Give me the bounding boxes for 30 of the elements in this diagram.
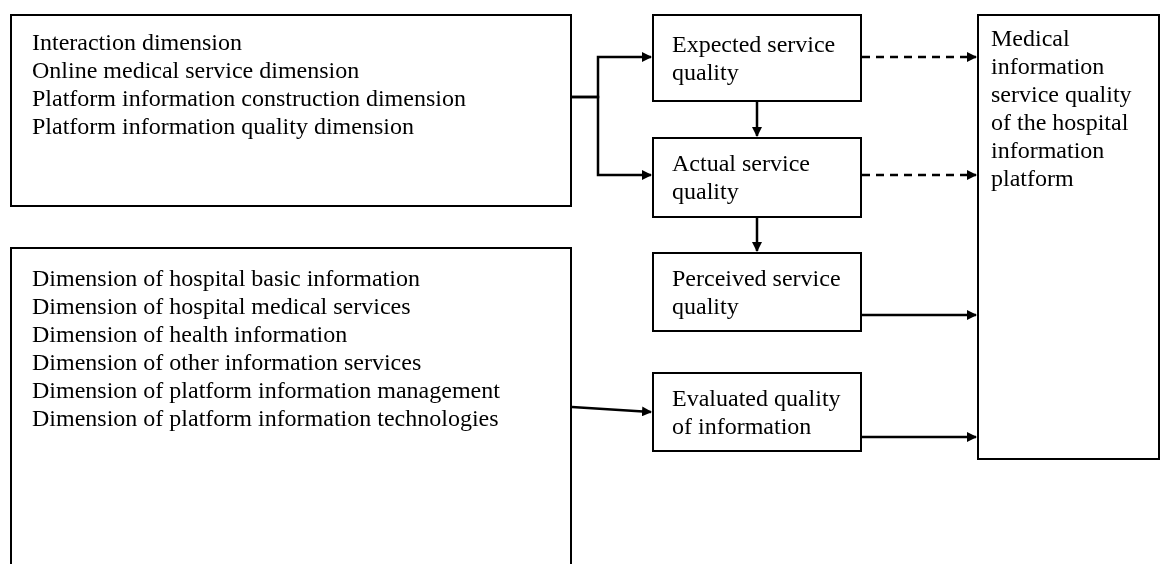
arrow — [862, 432, 977, 442]
box-text: Online medical service dimension — [32, 56, 361, 84]
process-box — [652, 137, 862, 218]
box-text: Dimension of platform information technologies — [32, 404, 500, 432]
box-text: Perceived service quality — [672, 264, 842, 320]
box-text: Platform information quality dimension — [32, 112, 415, 140]
box-text: Dimension of other information services — [32, 348, 423, 376]
arrow — [571, 405, 652, 417]
arrow — [572, 95, 652, 180]
arrow — [752, 218, 762, 252]
process-box — [652, 252, 862, 332]
box-text: Actual service quality — [672, 149, 811, 205]
box-text: Platform information construction dimension — [32, 84, 467, 112]
process-box — [10, 247, 572, 564]
process-box — [652, 372, 862, 452]
box-text: Dimension of health information — [32, 320, 349, 348]
box-text: Dimension of platform information management — [32, 376, 501, 404]
arrow — [862, 52, 977, 62]
box-text: Dimension of hospital medical services — [32, 292, 412, 320]
arrow — [862, 310, 977, 320]
process-box — [10, 14, 572, 207]
process-box — [652, 14, 862, 102]
box-text: Dimension of hospital basic information — [32, 264, 421, 292]
box-text: Expected service quality — [672, 30, 837, 86]
process-box — [977, 14, 1160, 460]
arrow — [862, 170, 977, 180]
arrow — [752, 102, 762, 137]
box-text: Interaction dimension — [32, 28, 243, 56]
box-text: Medical information service quality of the hospital information platform — [991, 24, 1133, 192]
box-text: Evaluated quality of information — [672, 384, 842, 440]
